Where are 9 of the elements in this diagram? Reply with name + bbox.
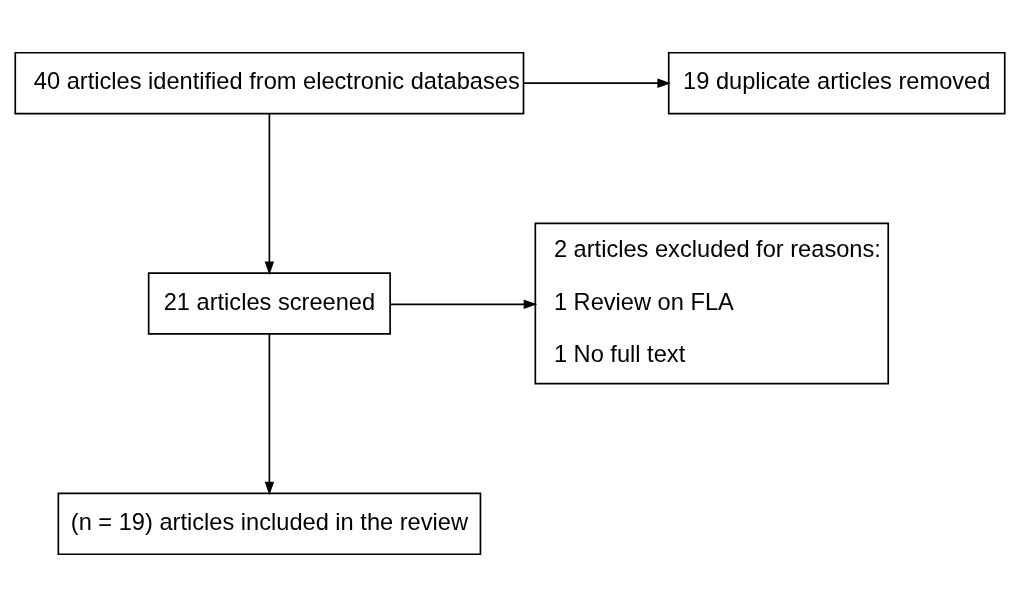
arrow — [264, 333, 275, 496]
arrow — [523, 78, 671, 88]
node-box: 21 articles screened — [147, 272, 391, 335]
arrow — [264, 112, 275, 275]
arrow — [389, 299, 538, 310]
node-box: (n = 19) articles included in the review — [57, 492, 482, 556]
node-box: 19 duplicate articles removed — [667, 51, 1006, 115]
node-box: 2 articles excluded for reasons: 1 Review on FLA 1 No full text — [534, 222, 890, 385]
node-box: 40 articles identified from electronic databases — [14, 51, 525, 115]
